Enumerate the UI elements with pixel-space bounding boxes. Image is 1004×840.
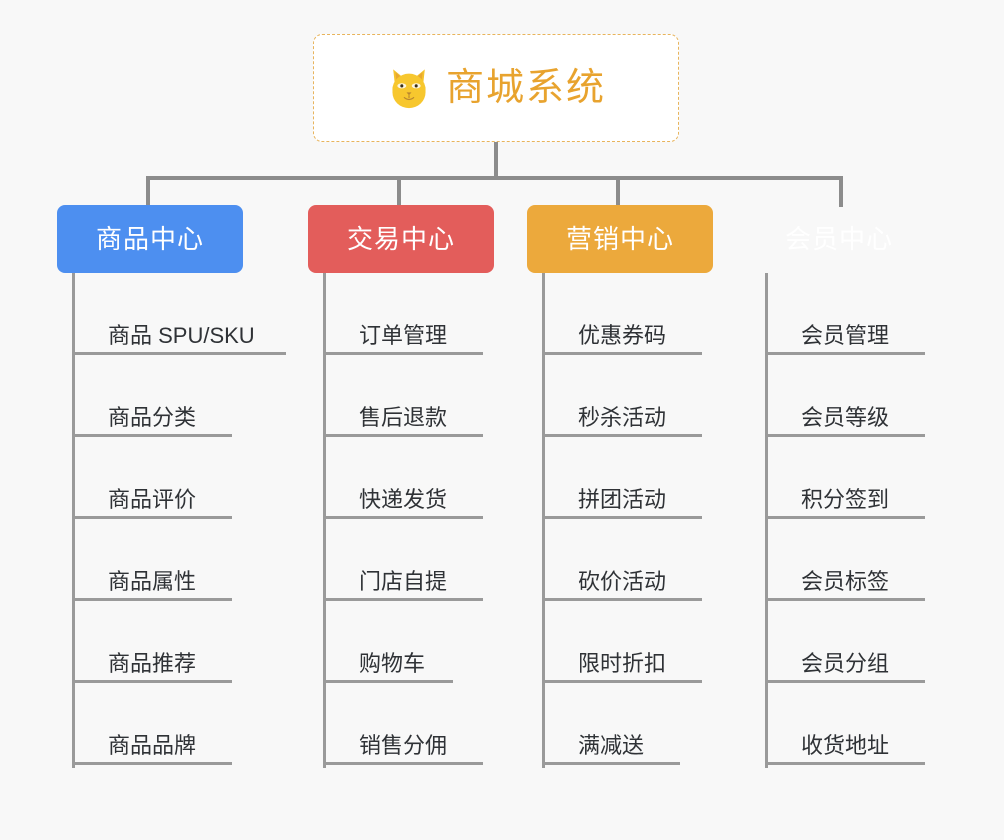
category-label: 交易中心 xyxy=(346,224,455,254)
leaf-item-label: 销售分佣 xyxy=(359,732,448,758)
leaf-item-label: 会员管理 xyxy=(801,322,890,348)
leaf-item[interactable]: 秒杀活动 xyxy=(542,355,702,437)
connector-horizontal-bus xyxy=(148,176,840,180)
connector-branch-drop xyxy=(397,176,401,207)
leaf-item[interactable]: 商品属性 xyxy=(72,519,232,601)
leaf-item-label: 商品品牌 xyxy=(108,732,197,758)
connector-root-stem xyxy=(494,142,498,178)
root-node-shop-system[interactable]: 商城系统 xyxy=(313,34,679,142)
leaf-item[interactable]: 商品评价 xyxy=(72,437,232,519)
connector-branch-drop xyxy=(146,176,150,207)
leaf-item[interactable]: 快递发货 xyxy=(323,437,483,519)
category-box-2[interactable]: 交易中心 xyxy=(308,205,494,273)
leaf-item[interactable]: 积分签到 xyxy=(765,437,925,519)
leaf-item[interactable]: 限时折扣 xyxy=(542,601,702,683)
leaf-item[interactable]: 会员管理 xyxy=(765,273,925,355)
connector-branch-drop xyxy=(616,176,620,207)
shiba-dog-face-icon xyxy=(392,69,426,109)
connector-leaf-stem xyxy=(323,273,326,768)
leaf-item-label: 限时折扣 xyxy=(578,650,667,676)
leaf-item[interactable]: 商品品牌 xyxy=(72,683,232,765)
leaf-item-label: 积分签到 xyxy=(801,486,890,512)
leaf-item-label: 会员标签 xyxy=(801,568,890,594)
category-box-3[interactable]: 营销中心 xyxy=(527,205,713,273)
leaf-item-label: 收货地址 xyxy=(801,732,890,758)
leaf-item-label: 满减送 xyxy=(578,732,645,758)
leaf-item[interactable]: 收货地址 xyxy=(765,683,925,765)
leaf-item[interactable]: 会员标签 xyxy=(765,519,925,601)
root-node-label: 商城系统 xyxy=(445,67,606,109)
leaf-item-label: 优惠券码 xyxy=(578,322,667,348)
leaf-item-label: 售后退款 xyxy=(359,404,448,430)
leaf-item-label: 快递发货 xyxy=(359,486,448,512)
leaf-item-label: 商品评价 xyxy=(108,486,197,512)
leaf-item[interactable]: 商品 SPU/SKU xyxy=(72,273,286,355)
connector-leaf-stem xyxy=(72,273,75,768)
leaf-item-label: 会员分组 xyxy=(801,650,890,676)
category-label: 营销中心 xyxy=(565,224,674,254)
leaf-item-label: 商品 SPU/SKU xyxy=(108,322,255,348)
leaf-item-label: 门店自提 xyxy=(359,568,448,594)
leaf-item-label: 购物车 xyxy=(359,650,426,676)
connector-leaf-stem xyxy=(542,273,545,768)
leaf-item-label: 商品推荐 xyxy=(108,650,197,676)
leaf-item[interactable]: 优惠券码 xyxy=(542,273,702,355)
leaf-item[interactable]: 会员等级 xyxy=(765,355,925,437)
leaf-item[interactable]: 会员分组 xyxy=(765,601,925,683)
leaf-item[interactable]: 订单管理 xyxy=(323,273,483,355)
leaf-item[interactable]: 拼团活动 xyxy=(542,437,702,519)
leaf-item[interactable]: 商品推荐 xyxy=(72,601,232,683)
leaf-item-label: 砍价活动 xyxy=(578,568,667,594)
leaf-item[interactable]: 门店自提 xyxy=(323,519,483,601)
leaf-item[interactable]: 满减送 xyxy=(542,683,680,765)
leaf-item-label: 商品属性 xyxy=(108,568,197,594)
category-label: 会员中心 xyxy=(784,224,893,254)
category-box-1[interactable]: 商品中心 xyxy=(57,205,243,273)
leaf-item-label: 订单管理 xyxy=(359,322,448,348)
category-box-4[interactable]: 会员中心 xyxy=(746,205,932,273)
leaf-item[interactable]: 砍价活动 xyxy=(542,519,702,601)
leaf-item[interactable]: 销售分佣 xyxy=(323,683,483,765)
connector-leaf-stem xyxy=(765,273,768,768)
leaf-item-label: 秒杀活动 xyxy=(578,404,667,430)
leaf-item[interactable]: 售后退款 xyxy=(323,355,483,437)
leaf-item[interactable]: 商品分类 xyxy=(72,355,232,437)
leaf-item-label: 拼团活动 xyxy=(578,486,667,512)
leaf-item-label: 会员等级 xyxy=(801,404,890,430)
connector-branch-drop xyxy=(839,176,843,207)
leaf-item[interactable]: 购物车 xyxy=(323,601,453,683)
leaf-item-label: 商品分类 xyxy=(108,404,197,430)
category-label: 商品中心 xyxy=(95,224,204,254)
